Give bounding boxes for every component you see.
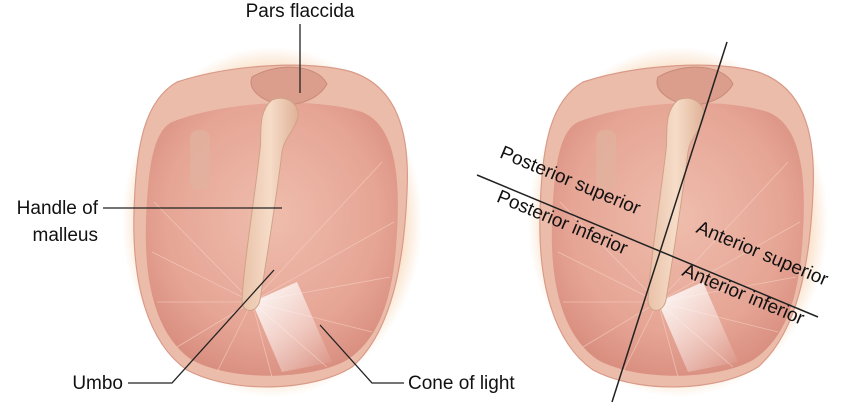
umbo-leader <box>128 269 275 384</box>
umbo-label: Umbo <box>72 373 123 394</box>
pars-flaccida-label: Pars flaccida <box>246 1 355 22</box>
left-eardrum <box>121 46 423 398</box>
handle-of-malleus-label-line1: Handle of <box>17 198 99 219</box>
cone-of-light-leader <box>319 324 404 384</box>
handle-of-malleus-label-line2: malleus <box>33 225 98 246</box>
cone-of-light-label: Cone of light <box>408 373 515 394</box>
malleus-axis-line <box>611 41 728 403</box>
umbo-perpendicular-line <box>476 174 819 318</box>
